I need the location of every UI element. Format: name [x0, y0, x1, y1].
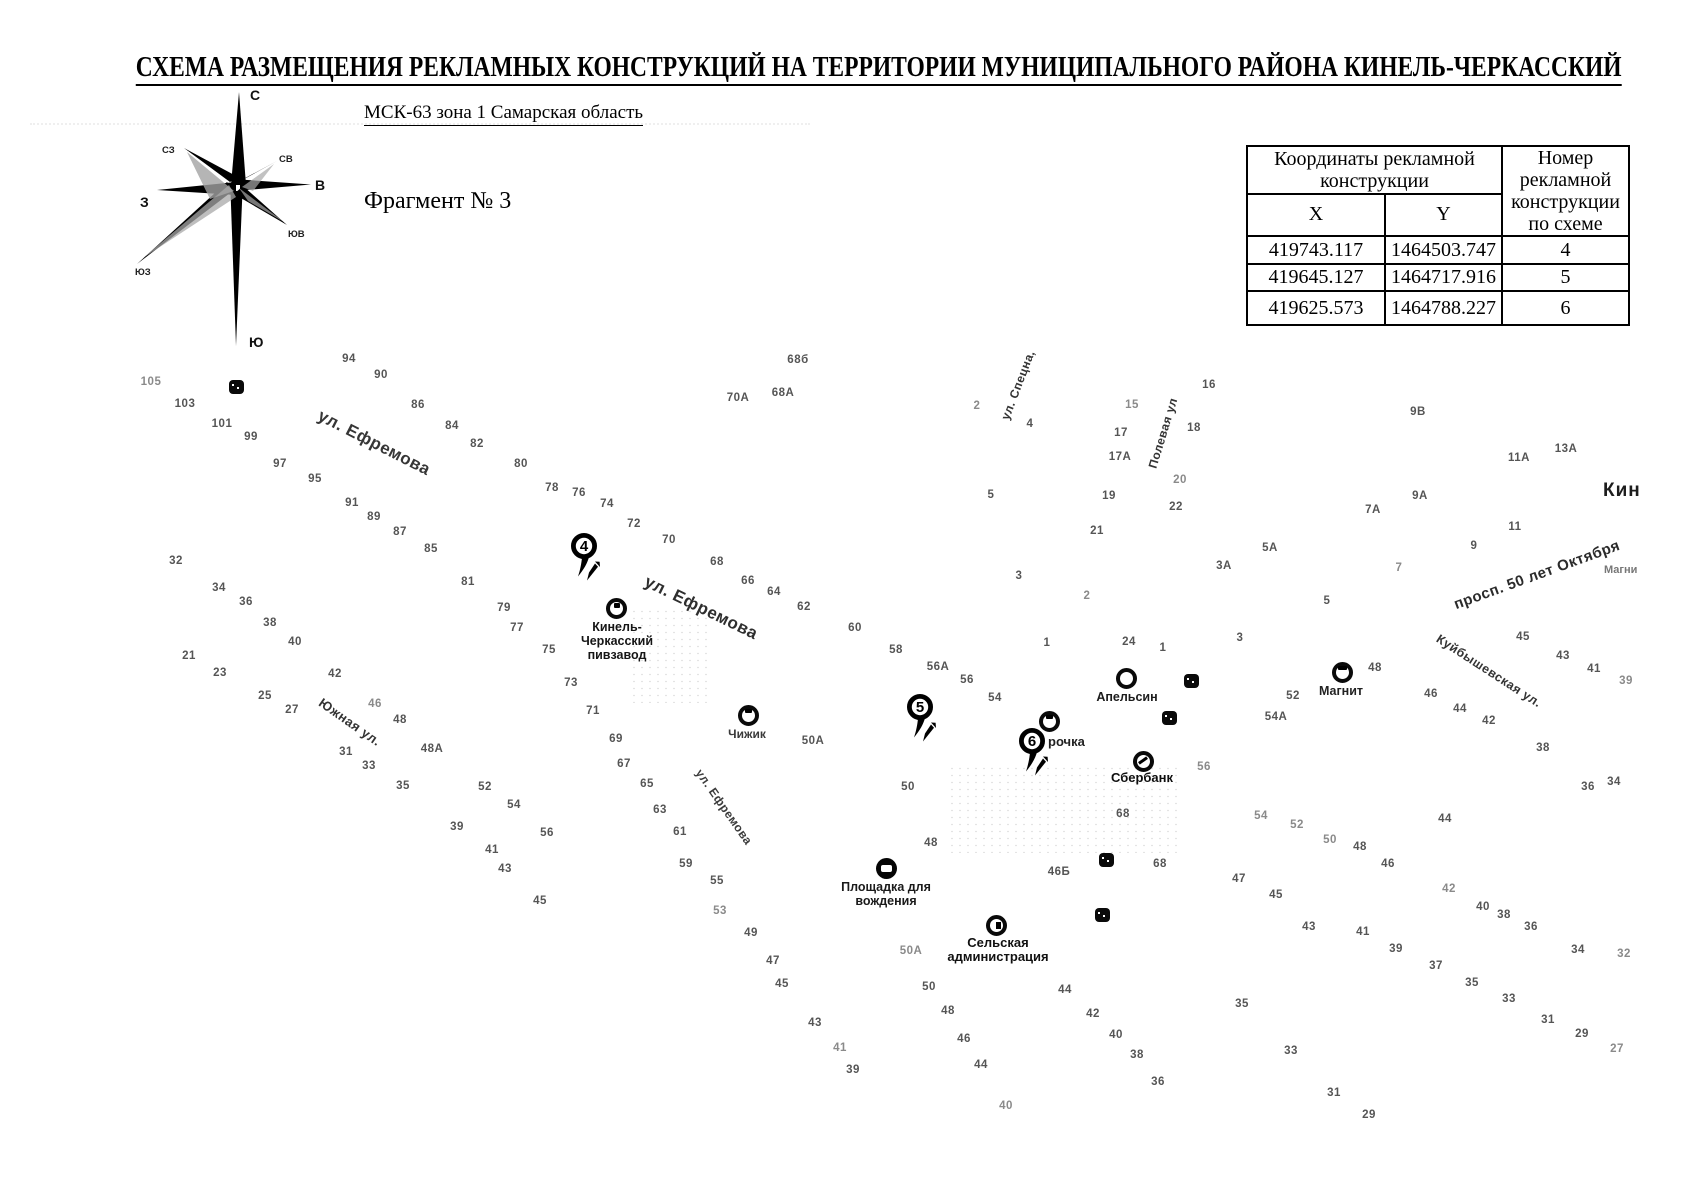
svg-text:6: 6 [1028, 733, 1036, 750]
svg-text:СВ: СВ [279, 154, 293, 165]
svg-text:В: В [315, 177, 325, 193]
svg-text:5: 5 [916, 699, 924, 716]
svg-text:С: С [250, 87, 260, 103]
svg-text:З: З [140, 194, 149, 210]
svg-text:Ю: Ю [249, 334, 263, 350]
svg-text:4: 4 [580, 538, 589, 555]
svg-text:ЮЗ: ЮЗ [135, 267, 151, 278]
svg-text:СЗ: СЗ [162, 145, 175, 156]
svg-text:ЮВ: ЮВ [288, 229, 305, 240]
